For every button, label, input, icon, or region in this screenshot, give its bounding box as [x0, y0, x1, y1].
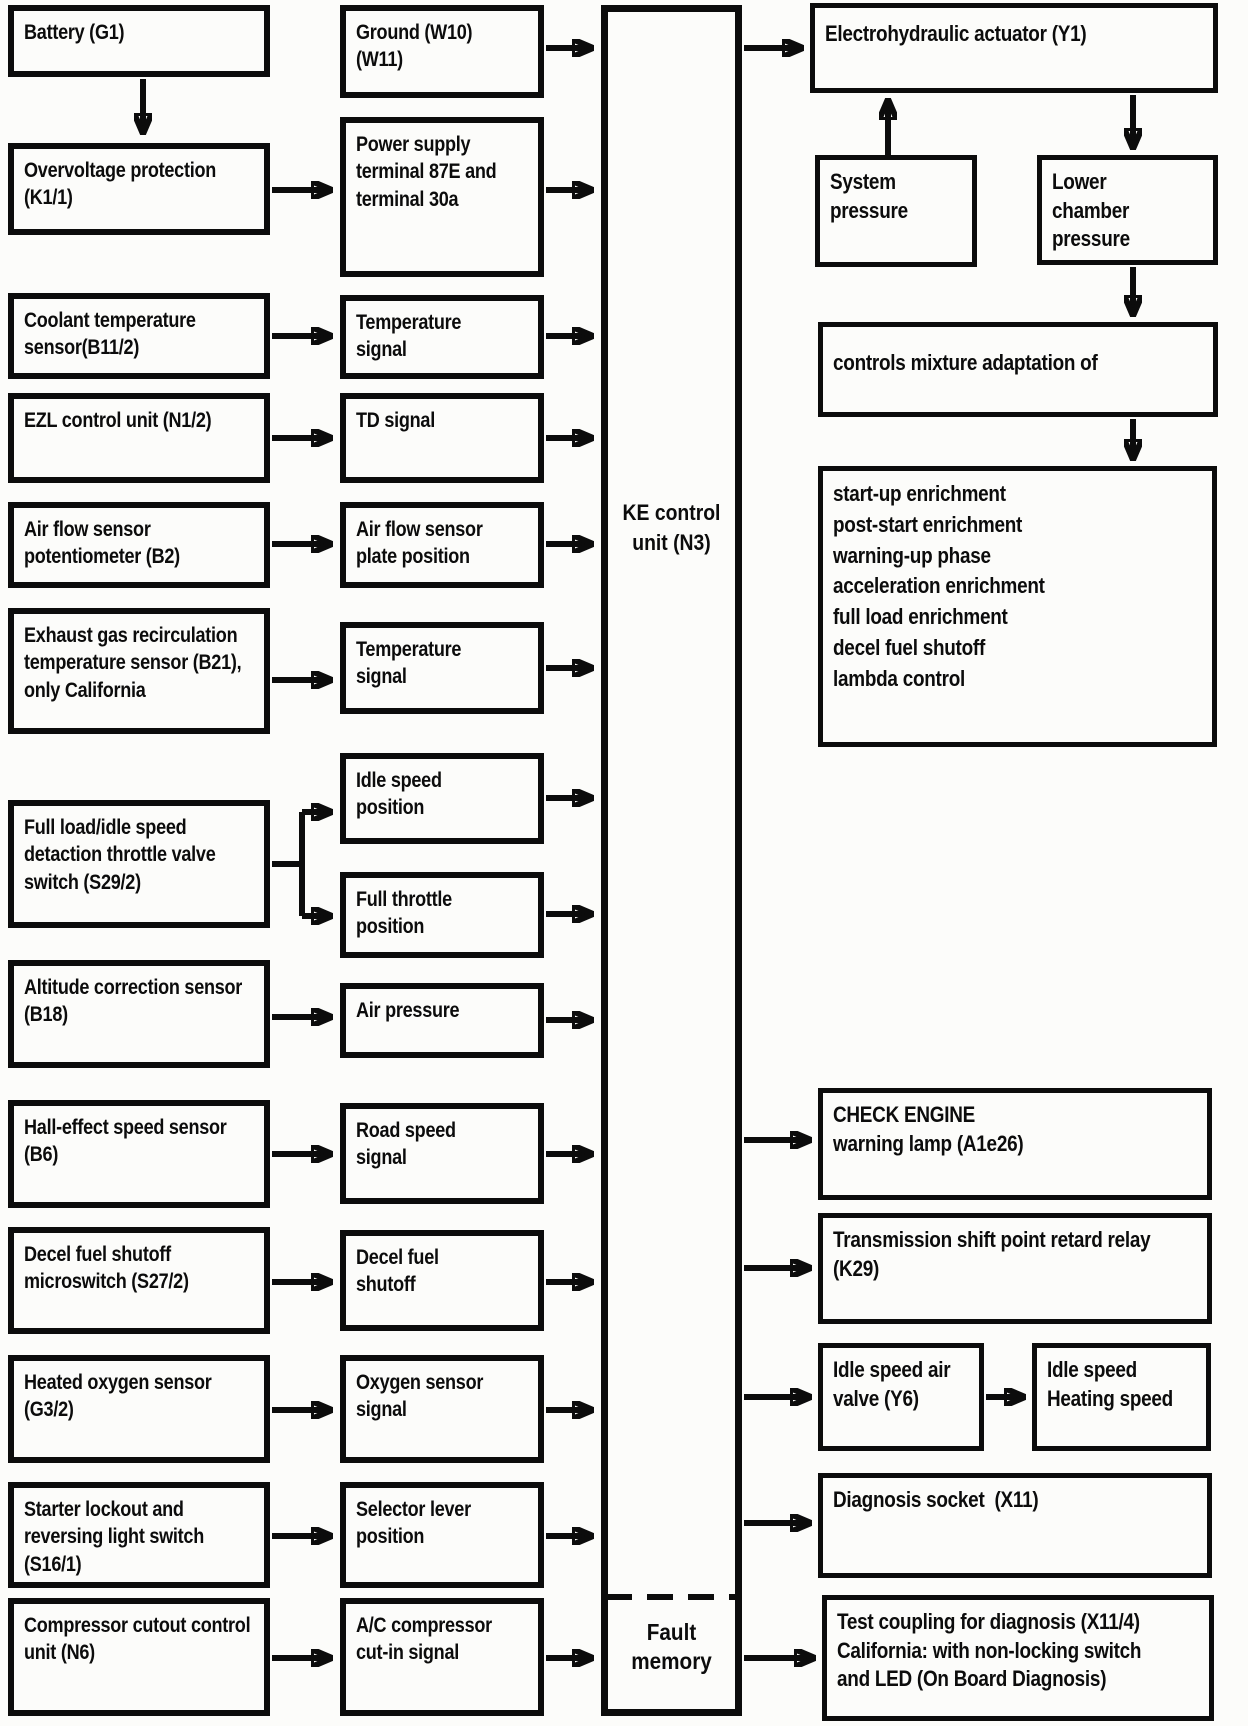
signal-coolant-temp-box: Temperature signal — [340, 295, 544, 379]
signal-power-supply-box: Power supply terminal 87E and terminal 3… — [340, 117, 544, 277]
ke-control-unit-box: KE control unit (N3) Fault memory — [601, 5, 742, 1716]
overvoltage-protection-box: Overvoltage protection (K1/1) — [8, 143, 270, 235]
signal-air-flow-plate-label: Air flow sensor plate position — [356, 518, 483, 569]
electrohydraulic-actuator-label: Electrohydraulic actuator (Y1) — [825, 21, 1087, 46]
signal-road-speed-label: Road speed signal — [356, 1119, 456, 1170]
ke-control-unit-label: KE control unit (N3) — [622, 500, 721, 555]
throttle-switch-branch — [272, 812, 305, 916]
signal-road-speed-box: Road speed signal — [340, 1103, 544, 1204]
signal-selector-lever-box: Selector lever position — [340, 1482, 544, 1588]
signal-idle-speed-box: Idle speed position — [340, 753, 544, 844]
altitude-sensor-box: Altitude correction sensor (B18) — [8, 960, 270, 1068]
signal-air-flow-plate-box: Air flow sensor plate position — [340, 502, 544, 588]
signal-decel-shutoff-box: Decel fuel shutoff — [340, 1230, 544, 1331]
signal-oxygen-box: Oxygen sensor signal — [340, 1355, 544, 1463]
signal-selector-lever-label: Selector lever position — [356, 1498, 471, 1549]
signal-air-pressure-box: Air pressure — [340, 983, 544, 1058]
compressor-cutout-label: Compressor cutout control unit (N6) — [24, 1614, 251, 1665]
heated-oxygen-sensor-box: Heated oxygen sensor (G3/2) — [8, 1355, 270, 1463]
signal-ground-box: Ground (W10) (W11) — [340, 5, 544, 98]
signal-full-throttle-box: Full throttle position — [340, 872, 544, 958]
overvoltage-protection-label: Overvoltage protection (K1/1) — [24, 159, 217, 210]
ezl-control-unit-box: EZL control unit (N1/2) — [8, 393, 270, 483]
starter-lockout-switch-label: Starter lockout and reversing light swit… — [24, 1498, 204, 1576]
diagnosis-socket-box: Diagnosis socket (X11) — [818, 1473, 1212, 1578]
throttle-valve-switch-box: Full load/idle speed detaction throttle … — [8, 800, 270, 928]
coolant-temp-sensor-box: Coolant temperature sensor(B11/2) — [8, 293, 270, 379]
idle-speed-heating-label: Idle speed Heating speed — [1047, 1357, 1173, 1411]
signal-coolant-temp-label: Temperature signal — [356, 311, 462, 362]
lower-chamber-pressure-box: Lower chamber pressure — [1037, 155, 1218, 265]
check-engine-lamp-box: CHECK ENGINE warning lamp (A1e26) — [818, 1088, 1212, 1200]
signal-air-pressure-label: Air pressure — [356, 999, 460, 1022]
idle-speed-heating-box: Idle speed Heating speed — [1032, 1343, 1211, 1451]
air-flow-potentiometer-box: Air flow sensor potentiometer (B2) — [8, 502, 270, 588]
hall-speed-sensor-label: Hall-effect speed sensor (B6) — [24, 1116, 227, 1167]
altitude-sensor-label: Altitude correction sensor (B18) — [24, 976, 243, 1027]
mixture-adaptation-box: controls mixture adaptation of — [818, 322, 1218, 417]
signal-to-ecu-arrows — [546, 48, 591, 1658]
lower-chamber-pressure-label: Lower chamber pressure — [1052, 169, 1130, 252]
test-coupling-box: Test coupling for diagnosis (X11/4) Cali… — [822, 1595, 1214, 1721]
egr-temp-sensor-box: Exhaust gas recirculation temperature se… — [8, 608, 270, 734]
throttle-valve-switch-label: Full load/idle speed detaction throttle … — [24, 816, 216, 894]
system-pressure-label: System pressure — [830, 169, 908, 223]
coolant-temp-sensor-label: Coolant temperature sensor(B11/2) — [24, 309, 196, 360]
signal-oxygen-label: Oxygen sensor signal — [356, 1371, 484, 1422]
signal-decel-shutoff-label: Decel fuel shutoff — [356, 1246, 439, 1297]
test-coupling-label: Test coupling for diagnosis (X11/4) Cali… — [837, 1609, 1142, 1692]
diagnosis-socket-label: Diagnosis socket (X11) — [833, 1487, 1039, 1512]
signal-egr-temp-box: Temperature signal — [340, 622, 544, 714]
signal-egr-temp-label: Temperature signal — [356, 638, 462, 689]
check-engine-lamp-label: CHECK ENGINE warning lamp (A1e26) — [833, 1102, 1024, 1156]
shift-point-relay-label: Transmission shift point retard relay (K… — [833, 1227, 1151, 1281]
hall-speed-sensor-box: Hall-effect speed sensor (B6) — [8, 1100, 270, 1208]
idle-speed-air-valve-label: Idle speed air valve (Y6) — [833, 1357, 951, 1411]
battery-box: Battery (G1) — [8, 5, 270, 77]
signal-td-label: TD signal — [356, 409, 435, 432]
idle-speed-air-valve-box: Idle speed air valve (Y6) — [818, 1343, 984, 1451]
adaptation-functions-label: start-up enrichment post-start enrichmen… — [833, 481, 1045, 691]
signal-ac-compressor-label: A/C compressor cut-in signal — [356, 1614, 492, 1665]
signal-ac-compressor-box: A/C compressor cut-in signal — [340, 1598, 544, 1716]
ezl-control-unit-label: EZL control unit (N1/2) — [24, 409, 212, 432]
electrohydraulic-actuator-box: Electrohydraulic actuator (Y1) — [810, 3, 1218, 93]
shift-point-relay-box: Transmission shift point retard relay (K… — [818, 1213, 1212, 1324]
adaptation-functions-box: start-up enrichment post-start enrichmen… — [818, 466, 1217, 747]
signal-ground-label: Ground (W10) (W11) — [356, 21, 473, 72]
signal-full-throttle-label: Full throttle position — [356, 888, 452, 939]
decel-microswitch-box: Decel fuel shutoff microswitch (S27/2) — [8, 1227, 270, 1334]
air-flow-potentiometer-label: Air flow sensor potentiometer (B2) — [24, 518, 180, 569]
signal-td-box: TD signal — [340, 393, 544, 483]
mixture-adaptation-label: controls mixture adaptation of — [833, 350, 1098, 375]
starter-lockout-switch-box: Starter lockout and reversing light swit… — [8, 1482, 270, 1588]
signal-idle-speed-label: Idle speed position — [356, 769, 442, 820]
egr-temp-sensor-label: Exhaust gas recirculation temperature se… — [24, 624, 242, 702]
battery-label: Battery (G1) — [24, 21, 125, 44]
decel-microswitch-label: Decel fuel shutoff microswitch (S27/2) — [24, 1243, 189, 1294]
compressor-cutout-box: Compressor cutout control unit (N6) — [8, 1598, 270, 1716]
heated-oxygen-sensor-label: Heated oxygen sensor (G3/2) — [24, 1371, 212, 1422]
signal-power-supply-label: Power supply terminal 87E and terminal 3… — [356, 133, 497, 211]
system-pressure-box: System pressure — [815, 155, 977, 267]
fault-memory-label: Fault memory — [631, 1619, 712, 1674]
